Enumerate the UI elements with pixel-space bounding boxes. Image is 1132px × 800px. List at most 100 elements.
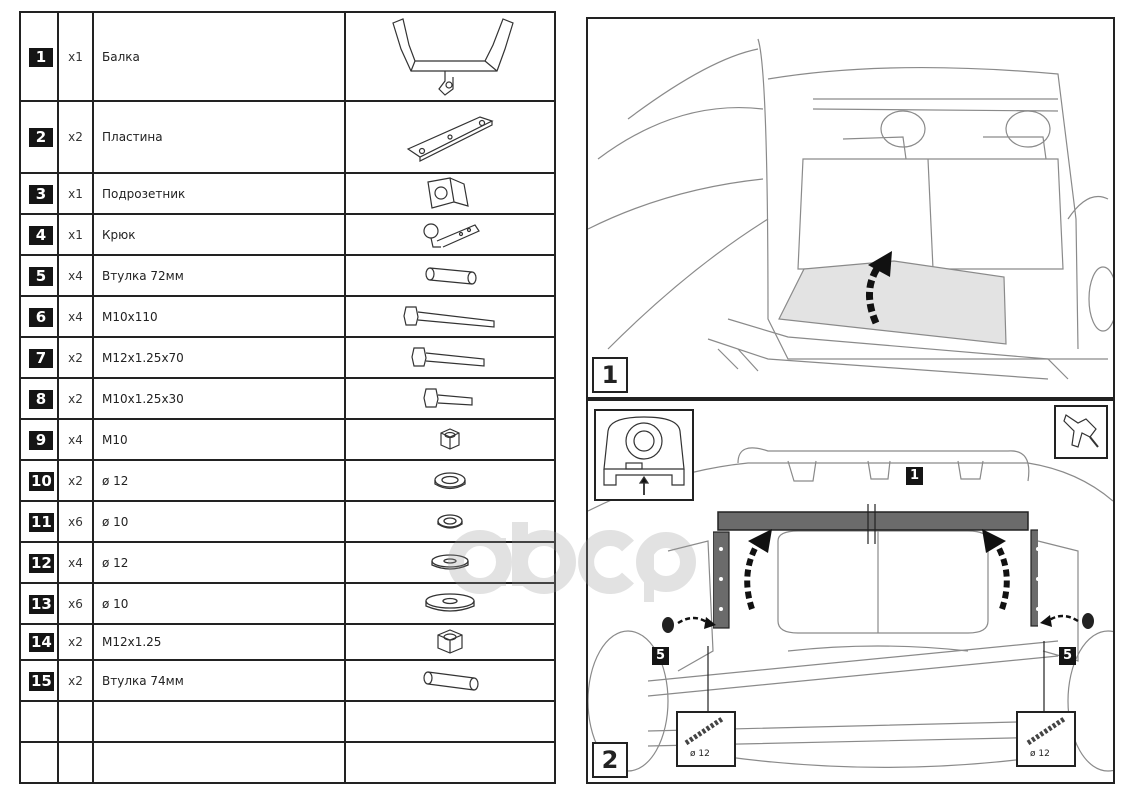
- part-number: 13: [29, 594, 54, 614]
- bolt-illustration: [344, 336, 556, 379]
- part-number: 15: [29, 671, 54, 691]
- part-name: M10x1.25x30: [92, 377, 346, 420]
- drill-bit-inset-left: ø 12: [676, 711, 736, 767]
- table-row: 14 x2 M12x1.25: [19, 623, 556, 661]
- part-number: 3: [29, 184, 53, 204]
- part-name: Пластина: [92, 100, 346, 174]
- lift-arrow-icon: [866, 251, 892, 325]
- trunk-interior-drawing: [588, 38, 1113, 380]
- part-number: 8: [29, 389, 53, 409]
- table-row: 10 x2 ø 12: [19, 459, 556, 502]
- table-row: 3 x1 Подрозетник: [19, 172, 556, 215]
- sleeve-arrow-icon: [1040, 613, 1094, 629]
- part-number: 6: [29, 307, 53, 327]
- table-row: 13 x6 ø 10: [19, 582, 556, 625]
- nut-illustration: [344, 418, 556, 461]
- spring-washer-illustration: [344, 459, 556, 502]
- part-name: M12x1.25x70: [92, 336, 346, 379]
- beam-illustration: [344, 11, 556, 102]
- table-row: 11 x6 ø 10: [19, 500, 556, 543]
- part-number: 10: [29, 471, 54, 491]
- part-qty: x6: [57, 500, 94, 543]
- step-1-panel: 1: [586, 17, 1115, 399]
- table-row-empty: [19, 700, 556, 743]
- part-name: Втулка 72мм: [92, 254, 346, 297]
- part-qty: x4: [57, 541, 94, 584]
- part-number: 5: [29, 266, 53, 286]
- sleeve-illustration: [344, 659, 556, 702]
- part-name: ø 10: [92, 500, 346, 543]
- table-row: 2 x2 Пластина: [19, 100, 556, 174]
- part-qty: x2: [57, 623, 94, 661]
- tow-hook-illustration: [344, 213, 556, 256]
- part-name: ø 10: [92, 582, 346, 625]
- part-qty: x4: [57, 418, 94, 461]
- part-name: Подрозетник: [92, 172, 346, 215]
- drill-bit-inset-right: ø 12: [1016, 711, 1076, 767]
- part-number: 2: [29, 128, 53, 147]
- abcp-watermark-logo: [448, 522, 696, 602]
- part-name: M12x1.25: [92, 623, 346, 661]
- insert-arrow-icon: [744, 529, 772, 610]
- table-row: 12 x4 ø 12: [19, 541, 556, 584]
- socket-bracket-illustration: [344, 172, 556, 215]
- drill-icon: [1063, 414, 1099, 448]
- part-qty: x2: [57, 459, 94, 502]
- part-qty: x1: [57, 11, 94, 102]
- flat-washer-illustration: [344, 582, 556, 625]
- part-name: M10: [92, 418, 346, 461]
- parts-table: 1 x1 Балка 2 x2 Пластина: [19, 11, 556, 784]
- part-qty: x2: [57, 377, 94, 420]
- table-row: 9 x4 M10: [19, 418, 556, 461]
- part-number: 9: [29, 430, 53, 450]
- spring-washer-illustration: [344, 500, 556, 543]
- part-number: 7: [29, 348, 53, 368]
- bolt-illustration: [344, 377, 556, 420]
- table-row: 15 x2 Втулка 74мм: [19, 659, 556, 702]
- part-qty: x1: [57, 172, 94, 215]
- drill-inset: [1054, 405, 1108, 459]
- car-rear-inset: [594, 409, 694, 501]
- insert-arrow-icon: [982, 529, 1010, 610]
- tow-beam: [713, 504, 1038, 629]
- nut-illustration: [344, 623, 556, 661]
- table-row: 1 x1 Балка: [19, 11, 556, 102]
- part-number: 14: [29, 633, 54, 652]
- table-row: 7 x2 M12x1.25x70: [19, 336, 556, 379]
- sleeve-arrow-icon: [662, 616, 716, 633]
- callout-beam: 1: [906, 467, 923, 485]
- part-name: ø 12: [92, 541, 346, 584]
- table-row-empty: [19, 741, 556, 784]
- plate-illustration: [344, 100, 556, 174]
- part-qty: x2: [57, 336, 94, 379]
- table-row: 5 x4 Втулка 72мм: [19, 254, 556, 297]
- part-qty: x2: [57, 100, 94, 174]
- drill-diameter-label: ø 12: [1030, 749, 1050, 759]
- table-row: 4 x1 Крюк: [19, 213, 556, 256]
- sleeve-illustration: [344, 254, 556, 297]
- table-row: 6 x4 M10x110: [19, 295, 556, 338]
- bolt-illustration: [344, 295, 556, 338]
- part-number: 4: [29, 225, 53, 245]
- part-name: ø 12: [92, 459, 346, 502]
- part-number: 11: [29, 512, 54, 532]
- flat-washer-illustration: [344, 541, 556, 584]
- step-2-panel: 1 5 5 ø 12 ø 12 2: [586, 399, 1115, 784]
- part-number: 1: [29, 47, 53, 67]
- part-qty: x4: [57, 295, 94, 338]
- step-number: 1: [592, 357, 628, 393]
- callout-sleeve-right: 5: [1059, 647, 1076, 665]
- part-name: Крюк: [92, 213, 346, 256]
- part-name: Втулка 74мм: [92, 659, 346, 702]
- step-number: 2: [592, 742, 628, 778]
- part-qty: x2: [57, 659, 94, 702]
- part-number: 12: [29, 553, 54, 573]
- drill-bit-icon: [1026, 716, 1066, 746]
- table-row: 8 x2 M10x1.25x30: [19, 377, 556, 420]
- part-name: M10x110: [92, 295, 346, 338]
- part-name: Балка: [92, 11, 346, 102]
- part-qty: x4: [57, 254, 94, 297]
- callout-sleeve-left: 5: [652, 647, 669, 665]
- floor-mat: [778, 260, 1007, 345]
- drill-diameter-label: ø 12: [690, 749, 710, 759]
